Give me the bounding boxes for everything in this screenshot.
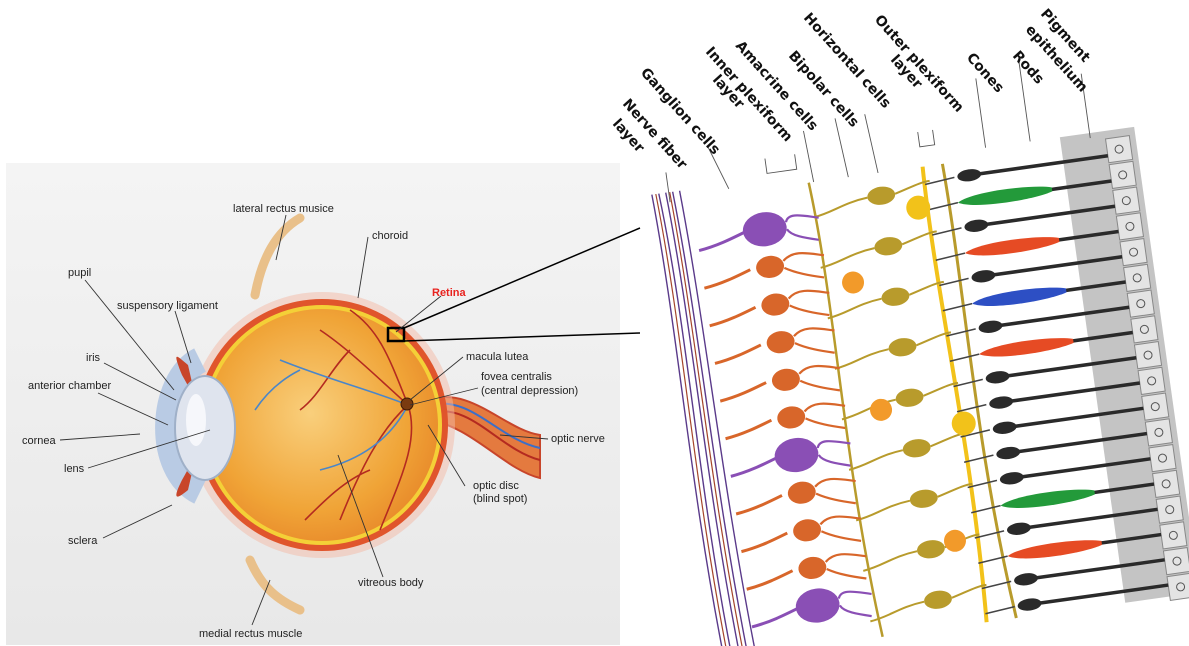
label-iris: iris [86,352,101,364]
pigment-cell [1116,213,1143,240]
lens-highlight [186,394,206,446]
retina-layer-diagram: Nerve fiber layer Ganglion cells Inner p… [609,6,1189,646]
pigment-cell [1153,470,1180,497]
label-optic-disc-line2: (blind spot) [473,493,527,505]
macula-spot [401,398,413,410]
label-lens: lens [64,463,85,475]
label-medial-rectus: medial rectus muscle [199,628,302,640]
pigment-cell [1109,161,1136,188]
pigment-cell [1156,496,1183,523]
pigment-cell [1106,136,1133,163]
label-anterior-chamber: anterior chamber [28,380,111,392]
label-choroid: choroid [372,230,408,242]
pigment-cell [1145,419,1172,446]
pigment-cell [1127,290,1154,317]
label-optic-disc-line1: optic disc [473,480,519,492]
label-retina: Retina [432,287,467,299]
pigment-cell [1142,393,1169,420]
label-suspensory-ligament: suspensory ligament [117,300,218,312]
eyeball-interior [206,309,438,541]
pigment-cell [1131,316,1158,343]
label-lateral-rectus: lateral rectus musice [233,203,334,215]
label-fovea-line2: (central depression) [481,385,578,397]
label-pupil: pupil [68,267,91,279]
label-cornea: cornea [22,435,57,447]
label-ganglion-cells: Ganglion cells [637,65,723,158]
label-sclera: sclera [68,535,98,547]
pigment-cell [1124,264,1151,291]
eye-anatomy-diagram: lateral rectus musice choroid Retina pup… [6,163,640,645]
pigment-cell [1149,445,1176,472]
pigment-cell [1163,548,1189,575]
pigment-cell [1160,522,1187,549]
label-fovea-line1: fovea centralis [481,371,552,383]
label-macula-lutea: macula lutea [466,351,529,363]
label-cones: Cones [963,50,1007,96]
label-vitreous-body: vitreous body [358,577,424,589]
pigment-cell [1134,342,1161,369]
pigment-cell [1113,187,1140,214]
label-optic-nerve: optic nerve [551,433,605,445]
pigment-cell [1120,239,1147,266]
pigment-cell [1167,573,1189,600]
pigment-cell [1138,367,1165,394]
